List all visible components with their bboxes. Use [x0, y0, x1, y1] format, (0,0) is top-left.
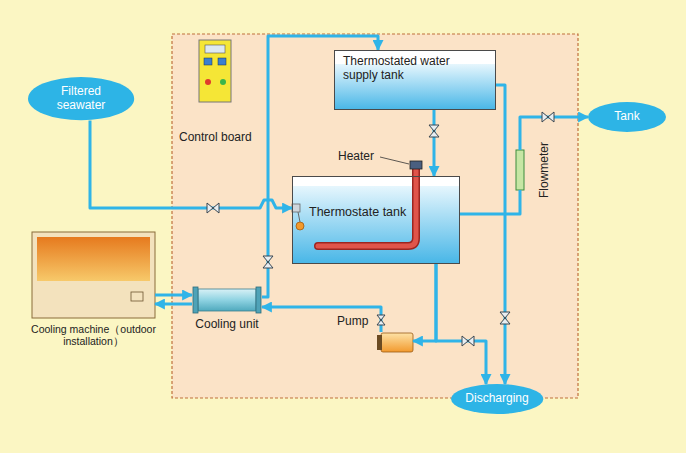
label-holder: Pump	[337, 315, 373, 329]
cooling-unit-cap	[193, 287, 198, 313]
terminal-ellipse: Discharging	[451, 384, 543, 414]
water-pipe	[155, 303, 192, 306]
control-display	[205, 45, 225, 53]
valve-symbol	[207, 203, 219, 213]
label-holder: Control board	[179, 131, 279, 145]
ellipse-fill	[451, 384, 543, 414]
water-pipe	[413, 264, 436, 341]
node-label: Thermostate tank	[309, 205, 413, 219]
label-holder: Thermostated water supply tank	[343, 55, 451, 83]
tank-water	[292, 186, 460, 264]
label-holder: Cooling machine（outdoor installation）	[28, 323, 159, 347]
equipment-node: Flowmeter	[516, 150, 524, 190]
float-valve	[292, 204, 300, 212]
pump-head	[377, 335, 382, 350]
equipment-area	[172, 34, 578, 398]
equipment-node: Cooling unit	[192, 288, 262, 312]
node-label: Cooling unit	[177, 318, 277, 332]
control-button	[218, 58, 226, 65]
control-lamp	[220, 79, 226, 85]
terminal-ellipse: Tank	[588, 102, 666, 132]
node-label: Filtered seawater	[44, 85, 118, 113]
control-lamp	[205, 79, 211, 85]
valve-symbol	[429, 125, 439, 137]
terminal-ellipse: Filtered seawater	[28, 77, 134, 120]
float-arm	[298, 212, 300, 222]
water-pipe	[496, 85, 505, 384]
equipment-node: Control board	[199, 40, 231, 102]
node-label: Flowmeter	[538, 142, 552, 198]
cooling-unit	[198, 289, 256, 311]
water-pipe	[460, 190, 520, 214]
valve-symbol	[542, 112, 554, 122]
float-ball	[296, 222, 304, 230]
label-holder: Thermostate tank	[309, 205, 413, 219]
water-pipe	[90, 121, 292, 208]
flowmeter-body	[516, 150, 524, 190]
ellipse-fill	[28, 77, 134, 120]
leader-line	[380, 157, 409, 164]
cooling-machine	[32, 232, 155, 318]
node-label: Discharging	[465, 392, 528, 406]
valve-symbol	[377, 315, 385, 325]
node-label: Cooling machine（outdoor installation）	[28, 323, 159, 347]
node-label: Pump	[337, 315, 373, 329]
label-holder: Flowmeter	[538, 150, 552, 190]
tank-box: Thermostate tank	[292, 176, 460, 264]
water-pipe	[262, 307, 381, 332]
water-pipe	[433, 110, 436, 176]
control-button	[204, 58, 212, 65]
heater-cap	[410, 161, 422, 169]
cooling-fan-panel	[37, 237, 150, 281]
tank-air	[292, 176, 460, 264]
node-label: Thermostated water supply tank	[343, 55, 451, 83]
valve-symbol	[462, 336, 474, 346]
part-label: Heater	[338, 149, 374, 163]
water-pipe	[436, 264, 486, 384]
tank-air	[334, 50, 496, 110]
cooling-port	[131, 292, 143, 301]
control-board	[199, 40, 231, 102]
node-label: Tank	[614, 110, 639, 124]
water-pipe	[155, 294, 192, 297]
label-holder: Cooling unit	[177, 318, 277, 332]
pump-body	[381, 333, 413, 352]
valve-symbol	[263, 256, 273, 268]
cooling-unit-cap	[256, 287, 261, 313]
equipment-node: Cooling machine（outdoor installation）	[32, 232, 155, 318]
node-label: Control board	[179, 131, 279, 145]
equipment-node: Pump	[377, 332, 413, 352]
valve-symbol	[500, 312, 510, 324]
ellipse-fill	[588, 102, 666, 132]
tank-box: Thermostated water supply tank	[334, 50, 496, 110]
